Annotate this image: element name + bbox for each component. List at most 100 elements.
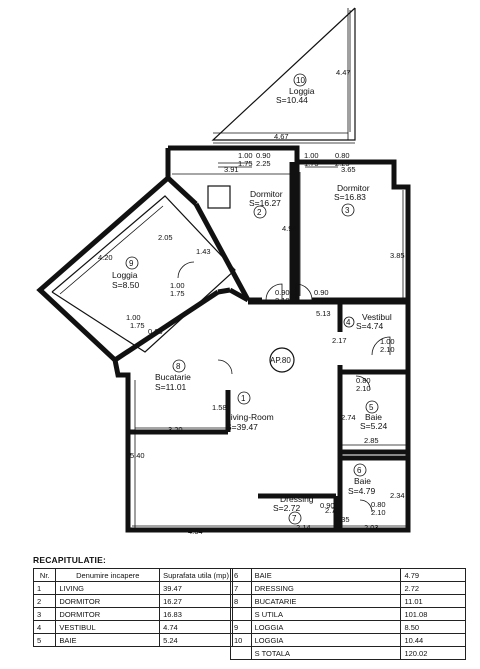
dim-label: 2.85 [364,436,379,445]
cell-area: 10.44 [400,633,466,647]
table-row: 3 DORMITOR 16.83 [32,607,233,621]
room-6-label: 6 Baie S=4.79 [348,463,375,496]
table-row: 10 LOGGIA 10.44 [230,633,466,647]
room-5-label: 5 Baie S=5.24 [360,400,387,431]
cell-name: LIVING [55,581,161,595]
room-5-number: 5 [369,403,374,412]
room-8-number: 8 [176,362,181,371]
dim-label: 2.10 [275,296,290,305]
dim-label: 0.90 [314,288,329,297]
dim-label: 0.80 [335,151,350,160]
room-3-area: S=16.83 [334,192,366,202]
table-row: 8 BUCATARIE 11.01 [230,594,466,608]
cell-nr [230,646,252,660]
room-6-number: 6 [357,466,362,475]
room-8-name: Bucatarie [155,372,191,382]
room-8-label: 8 Bucatarie S=11.01 [155,359,191,392]
cell-area: 5.24 [159,633,233,647]
header-name: Denumire incapere [55,568,161,582]
dim-label: 0.90 [275,288,290,297]
room-1-area: S=39.47 [226,422,258,432]
dim-label: 1.00 [304,151,319,160]
cell-name: DORMITOR [55,594,161,608]
dim-label: 0.80 [371,500,386,509]
room-3-label: Dormitor S=16.83 3 [334,183,370,217]
cell-area: 4.79 [400,568,466,582]
dimension-labels: 4.47 4.67 3.91 3.65 1.00 1.75 0.90 2.25 … [98,68,405,536]
room-2-name: Dormitor [250,189,283,199]
cell-nr: 2 [32,594,57,608]
dim-label: 2.10 [371,508,386,517]
cell-area: 101.08 [400,607,466,621]
dim-label: 2.03 [364,523,379,532]
dim-label: 0.80 [356,376,371,385]
cell-area: 16.27 [159,594,233,608]
cell-nr: 10 [230,633,252,647]
cell-area: 11.01 [400,594,466,608]
dim-label: 2.05 [158,233,173,242]
room-6-area: S=4.79 [348,486,375,496]
dim-label: 4.47 [336,68,351,77]
room-3-number: 3 [345,206,350,215]
room-1-name: Living-Room [226,412,274,422]
dim-label: 3.91 [224,165,239,174]
cell-nr: 3 [32,607,57,621]
cell-nr: 1 [32,581,57,595]
dim-label: 2.17 [332,336,347,345]
cell-name: DRESSING [250,581,402,595]
header-area: Suprafata utila (mp) [159,568,233,582]
dim-label: 2.10 [356,384,371,393]
dim-label: 5.40 [130,451,145,460]
cell-area: 4.74 [159,620,233,634]
dim-label: 0.90 [320,501,335,510]
room-7-name: Dressing [280,494,314,504]
cell-area: 16.83 [159,607,233,621]
apartment-badge: AP.80 [269,347,295,373]
cell-nr: 6 [230,568,252,582]
room-4-number: 4 [346,318,351,327]
dim-label: 1.75 [170,289,185,298]
cell-area: 2.72 [400,581,466,595]
room-7-label: Dressing S=2.72 7 [273,494,314,525]
table-row: 6 BAIE 4.79 [230,568,466,582]
dim-label: 2.35 [335,515,350,524]
cell-nr: 4 [32,620,57,634]
dim-label: 2.72 [325,506,340,515]
room-1-label: 1 Living-Room S=39.47 [226,391,274,432]
floor-plan: 10 Loggia S=10.44 Dormitor S=16.27 2 Dor… [36,7,411,536]
cell-name: BAIE [250,568,402,582]
dim-label: 3.85 [390,251,405,260]
room-9-number: 9 [129,259,134,268]
cell-nr [230,607,252,621]
recap-header-row: Nr. Denumire incapere Suprafata utila (m… [32,568,233,582]
table-row: 1 LIVING 39.47 [32,581,233,595]
dim-label: 2.10 [314,296,329,305]
dim-label: 1.75 [130,321,145,330]
dim-label: 2.10 [380,345,395,354]
dim-label: 1.00 [238,151,253,160]
room-7-number: 7 [292,514,297,523]
room-4-area: S=4.74 [356,321,383,331]
table-row: 7 DRESSING 2.72 [230,581,466,595]
dim-label: 4.20 [98,253,113,262]
room-2-label: Dormitor S=16.27 2 [249,189,283,219]
room-5-area: S=5.24 [360,421,387,431]
dim-label: 4.64 [188,527,203,536]
dim-label: 1.58 [212,403,227,412]
apartment-label: AP.80 [270,356,291,365]
table-row: 5 BAIE 5.24 [32,633,233,647]
dim-label: 1.00 [126,313,141,322]
dim-label: 3.20 [168,425,183,434]
dim-label: 1.00 [380,337,395,346]
dim-label: 1.75 [238,159,253,168]
cell-area: 8.50 [400,620,466,634]
room-6-name: Baie [354,476,371,486]
dim-label: 1.00 [170,281,185,290]
room-1-number: 1 [241,394,246,403]
dim-label: 0.66 [148,327,163,336]
dim-label: 0.90 [256,151,271,160]
room-10-area: S=10.44 [276,95,308,105]
cell-nr: 9 [230,620,252,634]
cell-name: VESTIBUL [55,620,161,634]
room-4-label: 4 Vestibul S=4.74 [343,312,392,331]
